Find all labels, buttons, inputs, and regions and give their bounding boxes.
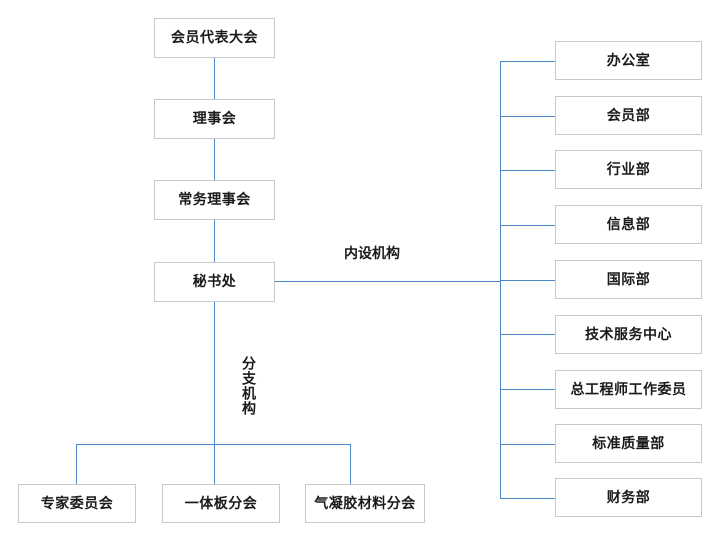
node-industry-dept[interactable]: 行业部 <box>555 150 702 189</box>
connector-branch-finance <box>500 498 555 499</box>
node-international-dept[interactable]: 国际部 <box>555 260 702 299</box>
connector-internal-trunk <box>500 61 501 498</box>
connector-drop-aerogel <box>350 444 351 484</box>
label-branch-organizations: 分支机构 <box>240 352 256 420</box>
node-finance-dept[interactable]: 财务部 <box>555 478 702 517</box>
node-integrated-board-branch[interactable]: 一体板分会 <box>162 484 280 523</box>
connector-branch-chief-engineer <box>500 389 555 390</box>
connector-drop-integrated-board <box>214 444 215 484</box>
connector-council-to-standing <box>214 139 215 180</box>
connector-assembly-to-council <box>214 58 215 99</box>
label-internal-departments: 内设机构 <box>340 247 404 261</box>
node-standing-council[interactable]: 常务理事会 <box>154 180 275 220</box>
connector-branch-office <box>500 61 555 62</box>
connector-branch-international <box>500 280 555 281</box>
connector-branch-orgs-bar <box>76 444 351 445</box>
node-expert-committee[interactable]: 专家委员会 <box>18 484 136 523</box>
connector-branch-industry <box>500 170 555 171</box>
node-chief-engineer-committee[interactable]: 总工程师工作委员 <box>555 370 702 409</box>
node-secretariat[interactable]: 秘书处 <box>154 262 275 302</box>
connector-drop-expert-committee <box>76 444 77 484</box>
node-technical-service-center[interactable]: 技术服务中心 <box>555 315 702 354</box>
node-aerogel-material-branch[interactable]: 气凝胶材料分会 <box>305 484 425 523</box>
node-membership-dept[interactable]: 会员部 <box>555 96 702 135</box>
connector-secretariat-to-internal-trunk <box>275 281 501 282</box>
connector-secretariat-trunk-down <box>214 302 215 444</box>
node-standards-quality-dept[interactable]: 标准质量部 <box>555 424 702 463</box>
connector-branch-information <box>500 225 555 226</box>
node-members-assembly[interactable]: 会员代表大会 <box>154 18 275 58</box>
connector-branch-membership <box>500 116 555 117</box>
node-council[interactable]: 理事会 <box>154 99 275 139</box>
node-information-dept[interactable]: 信息部 <box>555 205 702 244</box>
connector-standing-to-secretariat <box>214 220 215 262</box>
node-office[interactable]: 办公室 <box>555 41 702 80</box>
connector-branch-standards <box>500 444 555 445</box>
connector-branch-tech-service <box>500 334 555 335</box>
